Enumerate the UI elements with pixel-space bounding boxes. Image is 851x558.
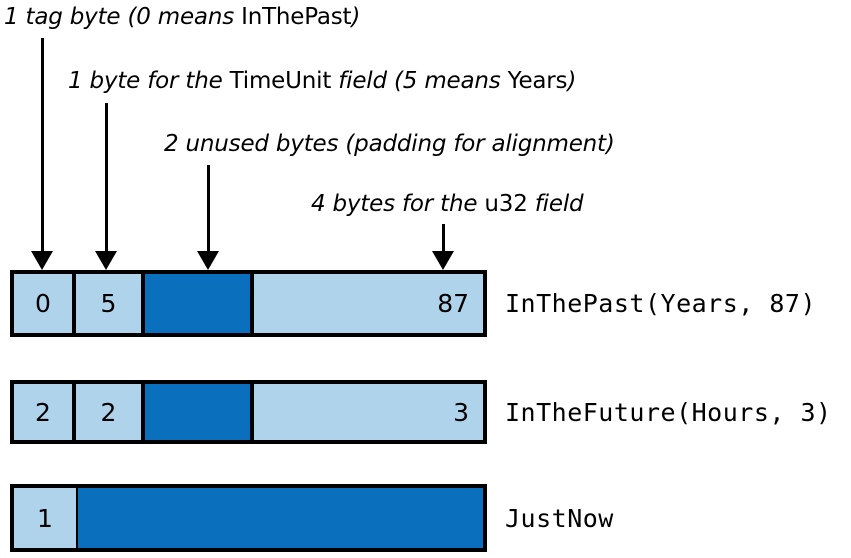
callout-tag-byte-post: ) xyxy=(351,4,361,30)
row-label-in-the-past: InThePast(Years, 87) xyxy=(505,289,817,318)
cell-value: 1 xyxy=(37,503,53,533)
cell-value: 3 xyxy=(453,397,469,427)
cell-unused-bytes xyxy=(78,488,483,548)
arrow-shaft xyxy=(441,224,445,251)
byte-bar: 0 5 87 xyxy=(10,270,487,337)
arrow-padding-bytes xyxy=(197,165,219,270)
callout-timeunit-pre: 1 byte for the xyxy=(68,68,230,94)
arrow-timeunit-byte xyxy=(95,103,117,270)
arrow-shaft xyxy=(104,103,108,251)
cell-timeunit-byte: 2 xyxy=(76,384,145,440)
callout-u32-field: 4 bytes for the u32 field xyxy=(311,191,584,217)
cell-tag-byte: 0 xyxy=(14,274,76,333)
callout-timeunit-mid: field (5 means xyxy=(331,68,508,94)
callout-u32-pre: 4 bytes for the xyxy=(311,191,485,217)
byte-bar: 1 xyxy=(10,484,487,552)
callout-u32-code: u32 xyxy=(484,191,528,217)
callout-timeunit-code: TimeUnit xyxy=(229,68,332,94)
cell-value: 2 xyxy=(35,397,51,427)
row-label-in-the-future: InTheFuture(Hours, 3) xyxy=(505,398,832,427)
callout-timeunit-byte: 1 byte for the TimeUnit field (5 means Y… xyxy=(68,68,576,94)
callout-u32-post: field xyxy=(527,191,584,217)
callout-tag-byte-pre: 1 tag byte (0 means xyxy=(4,4,242,30)
callout-tag-byte: 1 tag byte (0 means InThePast) xyxy=(4,4,360,30)
callout-padding-bytes: 2 unused bytes (padding for alignment) xyxy=(164,131,615,157)
arrow-shaft xyxy=(40,38,44,251)
arrow-head xyxy=(95,251,117,270)
arrow-head xyxy=(432,251,454,270)
callout-timeunit-post: ) xyxy=(567,68,577,94)
cell-value: 2 xyxy=(100,397,117,427)
cell-timeunit-byte: 5 xyxy=(76,274,145,333)
cell-tag-byte: 2 xyxy=(14,384,76,440)
callout-tag-byte-code: InThePast xyxy=(241,4,352,30)
cell-value: 0 xyxy=(35,289,51,318)
arrow-head xyxy=(197,251,219,270)
cell-value: 87 xyxy=(437,289,469,318)
cell-value: 5 xyxy=(100,289,117,318)
byte-bar: 2 2 3 xyxy=(10,380,487,444)
callout-timeunit-code2: Years xyxy=(507,68,568,94)
cell-u32-field: 87 xyxy=(254,274,483,333)
arrow-u32-field xyxy=(432,224,454,270)
cell-padding-bytes xyxy=(145,384,254,440)
cell-u32-field: 3 xyxy=(254,384,483,440)
cell-tag-byte: 1 xyxy=(14,488,78,548)
callout-padding-pre: 2 unused bytes (padding for alignment) xyxy=(164,131,615,157)
row-label-just-now: JustNow xyxy=(505,504,614,533)
arrow-head xyxy=(31,251,53,270)
cell-padding-bytes xyxy=(145,274,254,333)
arrow-tag-byte xyxy=(31,38,53,270)
arrow-shaft xyxy=(206,165,210,251)
